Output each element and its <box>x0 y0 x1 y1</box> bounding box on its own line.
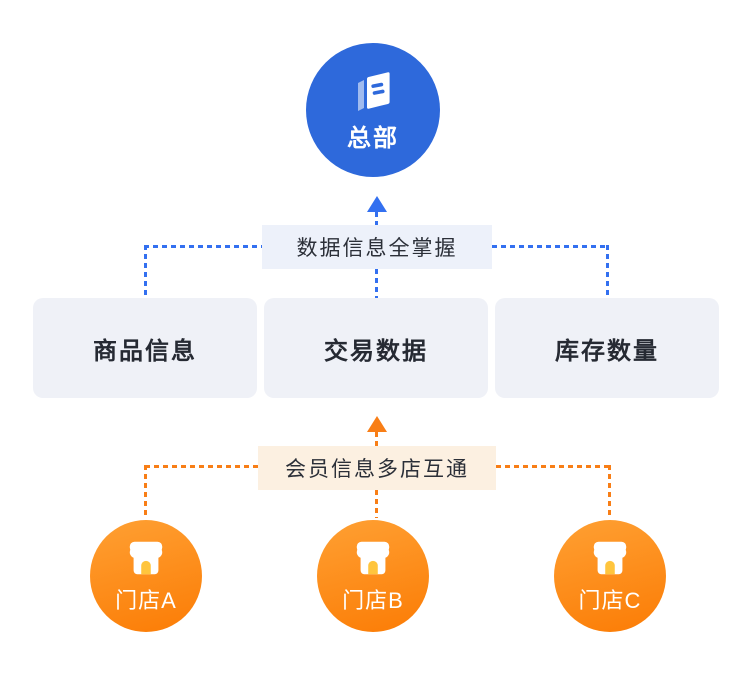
store-node-b: 门店B <box>317 520 429 632</box>
store-label-a: 门店A <box>115 588 177 613</box>
arrow-up-orange-icon <box>367 416 387 432</box>
connector-orange-left-vertical <box>144 465 147 518</box>
arrow-up-blue-icon <box>367 196 387 212</box>
connector-blue-center-vertical <box>375 269 378 298</box>
store-label-c: 门店C <box>578 588 642 613</box>
connector-orange-right-vertical <box>608 465 611 515</box>
store-node-a: 门店A <box>90 520 202 632</box>
connector-orange-left-horizontal <box>145 465 258 468</box>
connector-orange-arrow-tail <box>375 432 378 446</box>
data-box-transaction-data: 交易数据 <box>264 298 488 398</box>
connector-blue-right-vertical <box>606 245 609 298</box>
store-node-c: 门店C <box>554 520 666 632</box>
connector-orange-right-horizontal <box>496 465 610 468</box>
storefront-icon <box>356 541 390 575</box>
store-label-b: 门店B <box>342 588 404 613</box>
bottom-caption: 会员信息多店互通 <box>258 446 496 490</box>
connector-blue-arrow-tail <box>375 212 378 225</box>
top-caption: 数据信息全掌握 <box>262 225 492 269</box>
connector-blue-left-vertical <box>144 245 147 298</box>
headquarters-label: 总部 <box>347 125 399 152</box>
data-box-product-info: 商品信息 <box>33 298 257 398</box>
connector-blue-left-horizontal <box>144 245 262 248</box>
data-box-inventory-quantity: 库存数量 <box>495 298 719 398</box>
document-icon <box>358 72 390 111</box>
connector-orange-center-vertical <box>375 490 378 518</box>
headquarters-node: 总部 <box>306 43 440 177</box>
storefront-icon <box>129 541 163 575</box>
storefront-icon <box>593 541 627 575</box>
connector-blue-right-horizontal <box>492 245 609 248</box>
